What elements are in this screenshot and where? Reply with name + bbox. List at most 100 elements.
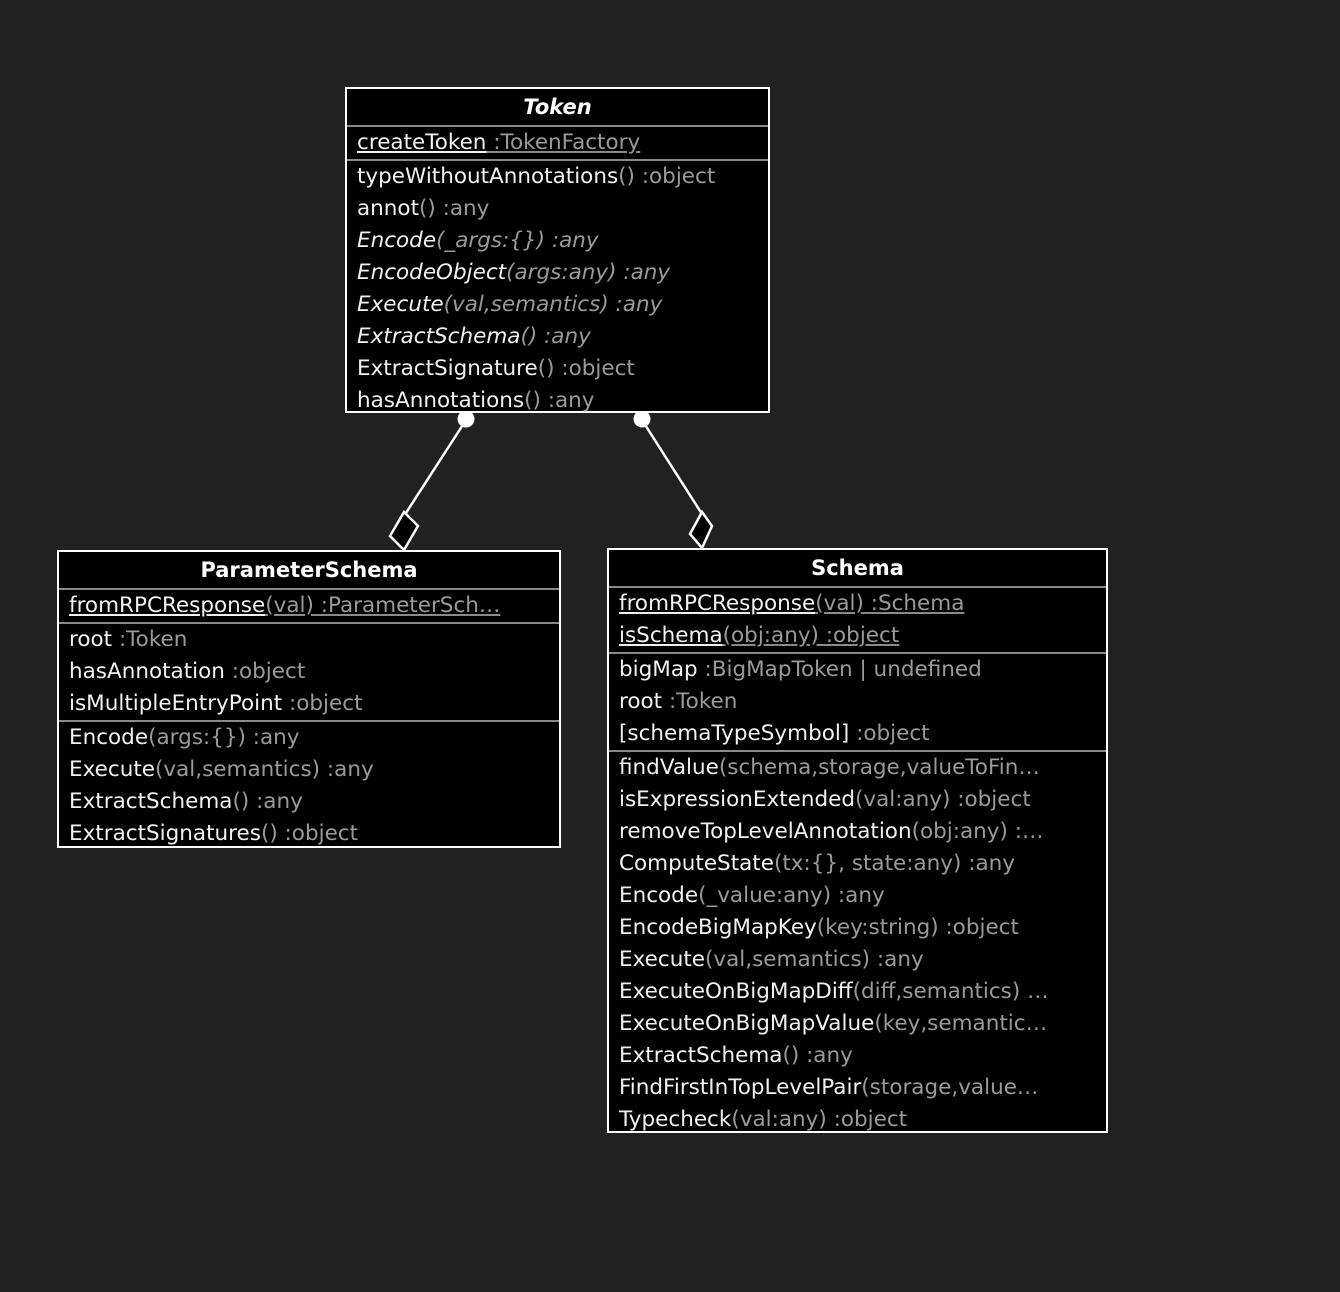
member-row[interactable]: ExecuteOnBigMapDiff(diff,semantics) … xyxy=(609,976,1106,1008)
member-row[interactable]: hasAnnotation :object xyxy=(59,656,559,688)
member-row[interactable]: ExtractSchema() :any xyxy=(347,321,768,353)
member-row[interactable]: fromRPCResponse(val) :ParameterSch… xyxy=(59,590,559,622)
member-signature: (schema,storage,valueToFin… xyxy=(718,755,1040,780)
member-name: typeWithoutAnnotations xyxy=(357,164,619,189)
member-signature: :BigMapToken | undefined xyxy=(697,657,982,682)
member-row[interactable]: isMultipleEntryPoint :object xyxy=(59,688,559,720)
member-row[interactable]: root :Token xyxy=(59,624,559,656)
member-signature: (args:any) :any xyxy=(506,260,671,285)
class-methods-parameterschema: Encode(args:{}) :any Execute(val,semanti… xyxy=(59,720,559,850)
member-name: isSchema xyxy=(619,623,723,648)
class-box-schema[interactable]: Schema fromRPCResponse(val) :Schema isSc… xyxy=(607,548,1108,1133)
member-row[interactable]: Execute(val,semantics) :any xyxy=(59,754,559,786)
member-signature: () :object xyxy=(537,356,635,381)
member-row[interactable]: removeTopLevelAnnotation(obj:any) :… xyxy=(609,816,1106,848)
member-row[interactable]: Encode(args:{}) :any xyxy=(59,722,559,754)
member-name: Encode xyxy=(619,883,699,908)
member-row[interactable]: EncodeBigMapKey(key:string) :object xyxy=(609,912,1106,944)
aggregation-diamond xyxy=(688,509,714,551)
member-signature: () :any xyxy=(520,324,591,349)
member-name: fromRPCResponse xyxy=(619,591,816,616)
member-row[interactable]: [schemaTypeSymbol] :object xyxy=(609,718,1106,750)
member-name: createToken xyxy=(357,130,487,155)
member-signature: (val,semantics) :any xyxy=(154,757,374,782)
member-row[interactable]: findValue(schema,storage,valueToFin… xyxy=(609,752,1106,784)
member-row[interactable]: root :Token xyxy=(609,686,1106,718)
member-name: bigMap xyxy=(619,657,698,682)
member-row[interactable]: fromRPCResponse(val) :Schema xyxy=(609,588,1106,620)
member-signature: :TokenFactory xyxy=(486,130,641,155)
member-row[interactable]: EncodeObject(args:any) :any xyxy=(347,257,768,289)
member-signature: (storage,value… xyxy=(861,1075,1039,1100)
member-signature: (val,semantics) :any xyxy=(443,292,663,317)
member-signature: (diff,semantics) … xyxy=(852,979,1049,1004)
class-methods-token: typeWithoutAnnotations() :object annot()… xyxy=(347,159,768,417)
member-name: isMultipleEntryPoint xyxy=(69,691,283,716)
member-name: ComputeState xyxy=(619,851,774,876)
member-row[interactable]: ExtractSignatures() :object xyxy=(59,818,559,850)
member-name: removeTopLevelAnnotation xyxy=(619,819,912,844)
member-name: hasAnnotation xyxy=(69,659,225,684)
member-signature: :object xyxy=(224,659,306,684)
member-name: Typecheck xyxy=(619,1107,732,1132)
member-name: root xyxy=(69,627,113,652)
member-row[interactable]: isSchema(obj:any) :object xyxy=(609,620,1106,652)
member-signature: () :any xyxy=(232,789,303,814)
member-signature: (key:string) :object xyxy=(816,915,1019,940)
member-row[interactable]: hasAnnotations() :any xyxy=(347,385,768,417)
member-name: ExecuteOnBigMapValue xyxy=(619,1011,875,1036)
member-row[interactable]: createToken :TokenFactory xyxy=(347,127,768,159)
relation-token-parameterschema xyxy=(388,410,475,553)
member-name: Encode xyxy=(357,228,437,253)
member-signature: (obj:any) :… xyxy=(911,819,1044,844)
class-box-token[interactable]: Token createToken :TokenFactory typeWith… xyxy=(345,87,770,413)
member-row[interactable]: Execute(val,semantics) :any xyxy=(609,944,1106,976)
member-signature: (obj:any) :object xyxy=(722,623,900,648)
member-signature: () :object xyxy=(260,821,359,846)
member-row[interactable]: ExecuteOnBigMapValue(key,semantic… xyxy=(609,1008,1106,1040)
member-name: Execute xyxy=(357,292,444,317)
member-row[interactable]: ExtractSchema() :any xyxy=(609,1040,1106,1072)
member-row[interactable]: annot() :any xyxy=(347,193,768,225)
member-row[interactable]: ExtractSchema() :any xyxy=(59,786,559,818)
member-name: hasAnnotations xyxy=(357,388,525,413)
member-name: ExtractSchema xyxy=(69,789,233,814)
member-name: annot xyxy=(357,196,420,221)
member-signature: () :object xyxy=(618,164,716,189)
member-signature: (val:any) :object xyxy=(855,787,1031,812)
member-row[interactable]: Encode(_value:any) :any xyxy=(609,880,1106,912)
member-name: EncodeObject xyxy=(357,260,507,285)
class-title-parameterschema: ParameterSchema xyxy=(200,558,418,582)
member-name: root xyxy=(619,689,663,714)
member-row[interactable]: Encode(_args:{}) :any xyxy=(347,225,768,257)
member-row[interactable]: typeWithoutAnnotations() :object xyxy=(347,161,768,193)
member-name: Execute xyxy=(619,947,705,972)
member-row[interactable]: isExpressionExtended(val:any) :object xyxy=(609,784,1106,816)
relation-token-schema xyxy=(633,410,714,551)
class-box-parameterschema[interactable]: ParameterSchema fromRPCResponse(val) :Pa… xyxy=(57,550,561,848)
member-row[interactable]: bigMap :BigMapToken | undefined xyxy=(609,654,1106,686)
member-signature: () :any xyxy=(524,388,595,413)
class-statics-parameterschema: fromRPCResponse(val) :ParameterSch… xyxy=(59,588,559,622)
member-signature: (args:{}) :any xyxy=(148,725,300,750)
member-signature: (_value:any) :any xyxy=(698,883,885,908)
member-signature: (val) :Schema xyxy=(815,591,965,616)
member-row[interactable]: ExtractSignature() :object xyxy=(347,353,768,385)
member-signature: (val) :ParameterSch… xyxy=(265,593,501,618)
member-signature: :object xyxy=(282,691,363,716)
member-name: EncodeBigMapKey xyxy=(619,915,817,940)
member-signature: :Token xyxy=(112,627,188,652)
member-signature: () :any xyxy=(782,1043,853,1068)
member-row[interactable]: Typecheck(val:any) :object xyxy=(609,1104,1106,1136)
member-signature: (val,semantics) :any xyxy=(704,947,924,972)
member-name: Encode xyxy=(69,725,149,750)
member-name: [schemaTypeSymbol] xyxy=(619,721,850,746)
class-title-token: Token xyxy=(523,95,592,119)
member-name: ExtractSignatures xyxy=(69,821,261,846)
member-row[interactable]: FindFirstInTopLevelPair(storage,value… xyxy=(609,1072,1106,1104)
member-row[interactable]: ComputeState(tx:{}, state:any) :any xyxy=(609,848,1106,880)
class-fields-schema: bigMap :BigMapToken | undefined root :To… xyxy=(609,652,1106,750)
class-statics-token: createToken :TokenFactory xyxy=(347,125,768,159)
member-row[interactable]: Execute(val,semantics) :any xyxy=(347,289,768,321)
member-name: Execute xyxy=(69,757,155,782)
